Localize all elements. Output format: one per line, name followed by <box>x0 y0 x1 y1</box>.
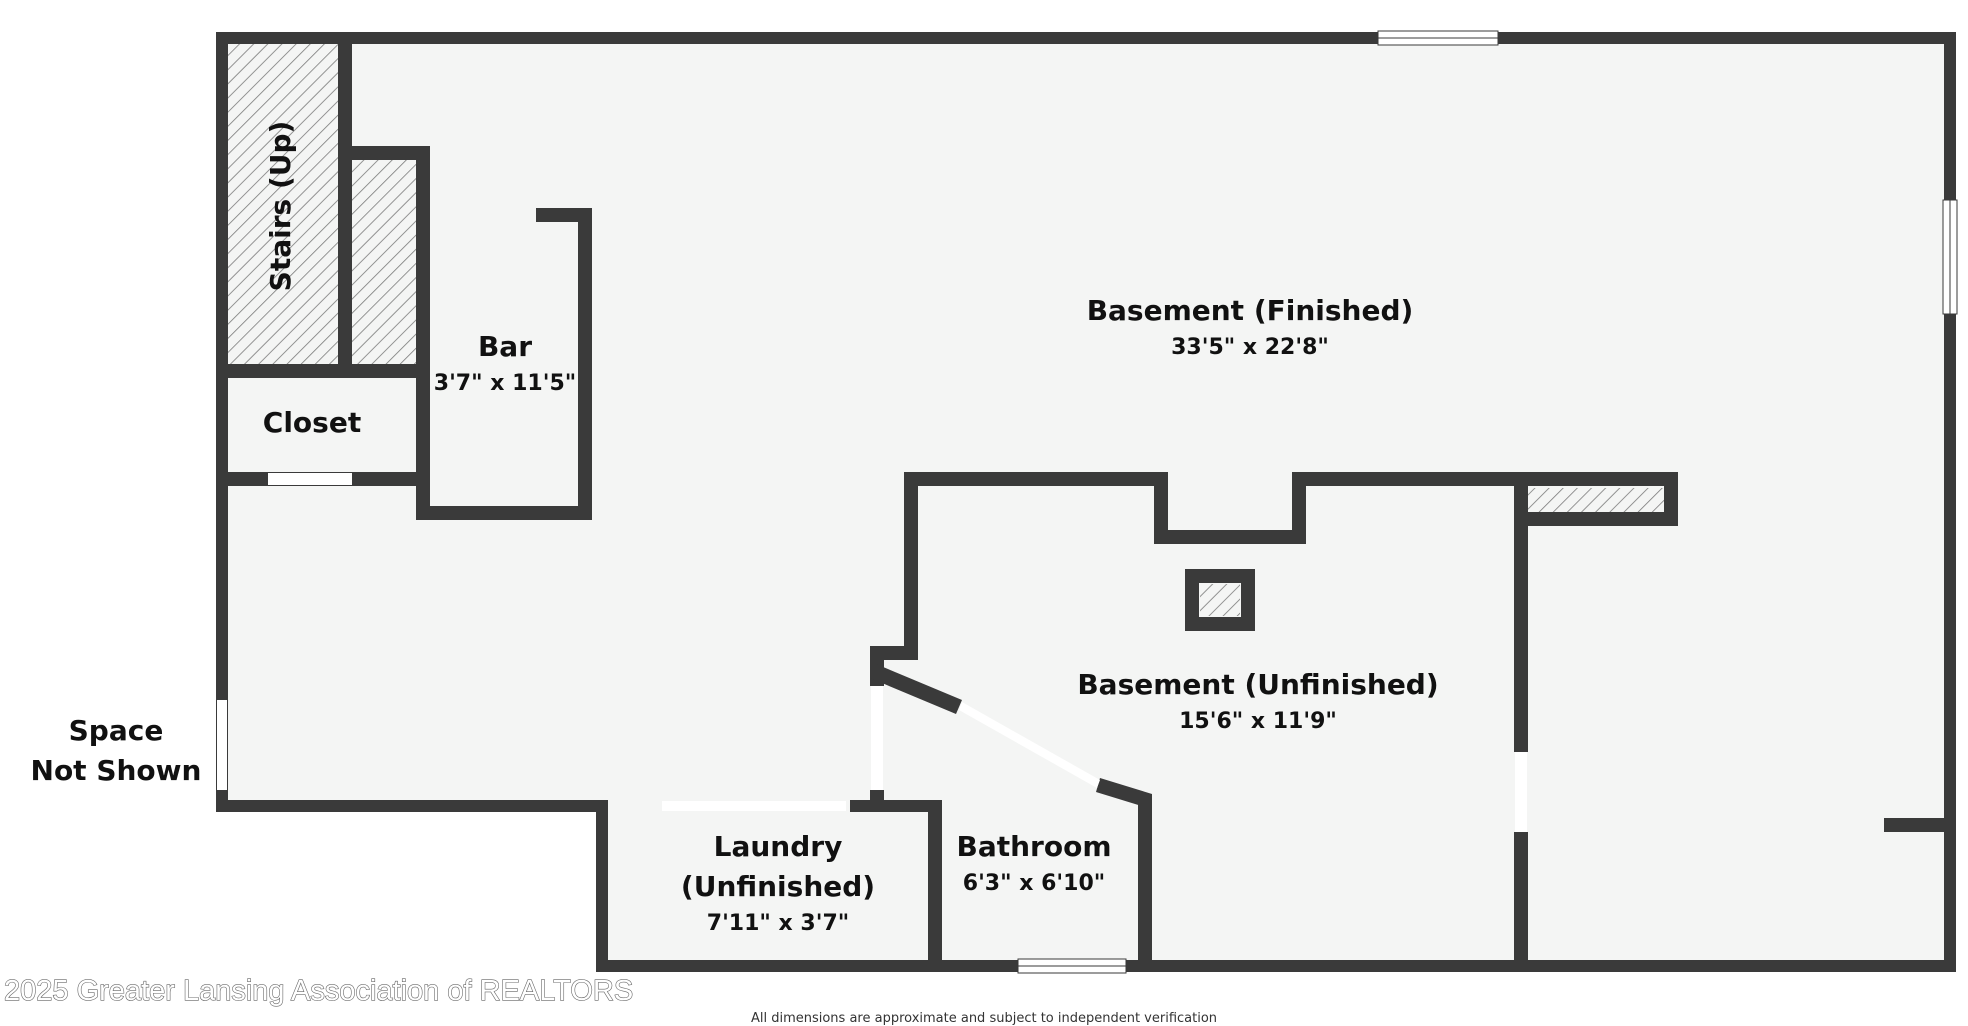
wall-bath-diagonal <box>870 664 962 714</box>
laundry-label-2: (Unfinished) <box>681 870 875 903</box>
closet-label: Closet <box>263 406 361 439</box>
floor-area <box>228 44 1944 960</box>
basement-finished-label: Basement (Finished) <box>1087 294 1414 327</box>
wall-bottom <box>596 960 1956 972</box>
bathroom-label: Bathroom <box>956 830 1111 863</box>
laundry-label: Laundry <box>714 830 843 863</box>
wall-left <box>216 32 228 812</box>
wall-right-stub <box>1884 818 1956 832</box>
door-left-exterior <box>217 700 227 790</box>
disclaimer: All dimensions are approximate and subje… <box>751 1011 1217 1026</box>
wall-laundry-right <box>928 800 942 972</box>
door-bathroom <box>871 686 883 790</box>
wall-bottom-left <box>216 800 608 812</box>
wall-laundry-left <box>596 800 608 972</box>
wall-unf-notch-right <box>1292 472 1306 544</box>
chimney-hatch <box>1200 584 1240 616</box>
door-laundry <box>662 801 846 811</box>
stairs-hatch <box>228 44 338 364</box>
door-closet <box>268 473 352 485</box>
bathroom-dims: 6'3" x 6'10" <box>963 871 1105 896</box>
wall-stairs-inner-top <box>338 146 430 160</box>
wall-unf-left <box>904 472 918 660</box>
wall-top <box>216 32 1956 44</box>
bar-dims: 3'7" x 11'5" <box>434 371 576 396</box>
wall-bar-right <box>578 208 592 520</box>
wall-stairs-inner-right <box>416 146 430 520</box>
wall-closet-top <box>228 364 430 378</box>
copyright-watermark: 2025 Greater Lansing Association of REAL… <box>4 975 633 1007</box>
space-not-shown-label-2: Not Shown <box>31 754 202 787</box>
basement-unfinished-label: Basement (Unfinished) <box>1077 668 1438 701</box>
wall-unf-top-left <box>904 472 1168 486</box>
chimney-outline <box>1185 569 1255 631</box>
wall-unf-top-right <box>1292 472 1678 486</box>
stairs-hatch-lower <box>352 160 416 364</box>
bar-label: Bar <box>478 330 532 363</box>
laundry-dims: 7'11" x 3'7" <box>707 911 849 936</box>
basement-unfinished-dims: 15'6" x 11'9" <box>1179 709 1337 734</box>
wall-stairs-divider <box>338 44 352 370</box>
space-not-shown-label: Space <box>69 714 164 747</box>
wall-laundry-top-right <box>850 800 942 812</box>
door-unfinished <box>1515 752 1527 832</box>
wall-unf-right-lower <box>1514 832 1528 972</box>
stairs-label: Stairs (Up) <box>264 121 297 292</box>
wall-unf-notch-left <box>1154 472 1168 544</box>
wall-bar-bottom <box>416 506 592 520</box>
wall-ledge-bottom <box>1518 512 1678 526</box>
wall-bath-right <box>1138 794 1152 972</box>
ledge-hatch <box>1528 488 1664 512</box>
wall-unf-notch-bottom <box>1154 530 1306 544</box>
wall-unf-right-upper <box>1514 472 1528 752</box>
door-bath-diagonal <box>959 702 1100 788</box>
basement-finished-dims: 33'5" x 22'8" <box>1171 335 1329 360</box>
